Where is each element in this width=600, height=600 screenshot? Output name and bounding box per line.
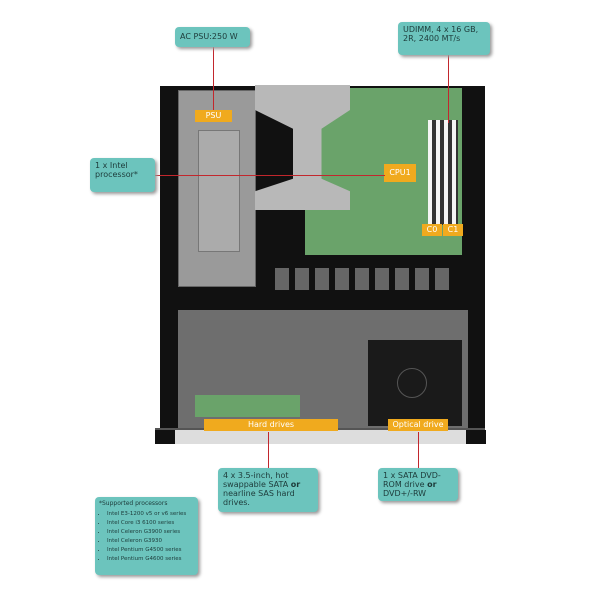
list-item: Intel Pentium G4600 series — [107, 555, 194, 564]
supported-list: Intel E3-1200 v5 or v6 series Intel Core… — [99, 510, 194, 564]
list-item: Intel Celeron G3900 series — [107, 528, 194, 537]
supported-title: *Supported processors — [99, 500, 168, 507]
list-item: Intel Core i3 6100 series — [107, 519, 194, 528]
psu-fan — [198, 130, 240, 252]
processor-leader — [155, 175, 385, 176]
rack-ear-left — [155, 430, 175, 444]
psu-leader — [213, 47, 214, 110]
optical-callout: 1 x SATA DVD-ROM drive or DVD+/-RW — [378, 468, 458, 501]
supported-processors-callout: *Supported processors Intel E3-1200 v5 o… — [95, 497, 198, 575]
memory-callout: UDIMM, 4 x 16 GB, 2R, 2400 MT/s — [398, 22, 490, 55]
psu-callout: AC PSU:250 W — [175, 27, 250, 47]
hard-drives-callout: 4 x 3.5-inch, hot swappable SATA or near… — [218, 468, 318, 512]
optical-drive-tag: Optical drive — [388, 419, 448, 431]
optical-text-1: 1 x SATA DVD-ROM drive — [383, 471, 441, 489]
rack-ear-right — [466, 430, 486, 444]
list-item: Intel Pentium G4500 series — [107, 546, 194, 555]
optical-disc — [397, 368, 427, 398]
dimm-slots — [428, 120, 458, 225]
optical-text-2: DVD+/-RW — [383, 489, 427, 498]
c1-tag: C1 — [443, 224, 463, 236]
hard-drives-leader — [268, 432, 269, 468]
optical-leader — [418, 432, 419, 468]
list-item: Intel E3-1200 v5 or v6 series — [107, 510, 194, 519]
backplane-board — [195, 395, 300, 417]
optical-or: or — [427, 480, 437, 489]
c0-tag: C0 — [422, 224, 442, 236]
list-item: Intel Celeron G3930 — [107, 537, 194, 546]
fan-row — [275, 268, 450, 290]
hard-drives-tag: Hard drives — [204, 419, 338, 431]
hard-drives-text-2: nearline SAS hard drives. — [223, 489, 295, 507]
cpu-tag: CPU1 — [384, 164, 416, 182]
hard-drives-or: or — [290, 480, 301, 489]
psu-tag: PSU — [195, 110, 232, 122]
memory-leader — [448, 55, 449, 123]
hard-drives-text-1: 4 x 3.5-inch, hot swappable SATA — [223, 471, 291, 489]
processor-callout: 1 x Intel processor* — [90, 158, 155, 192]
